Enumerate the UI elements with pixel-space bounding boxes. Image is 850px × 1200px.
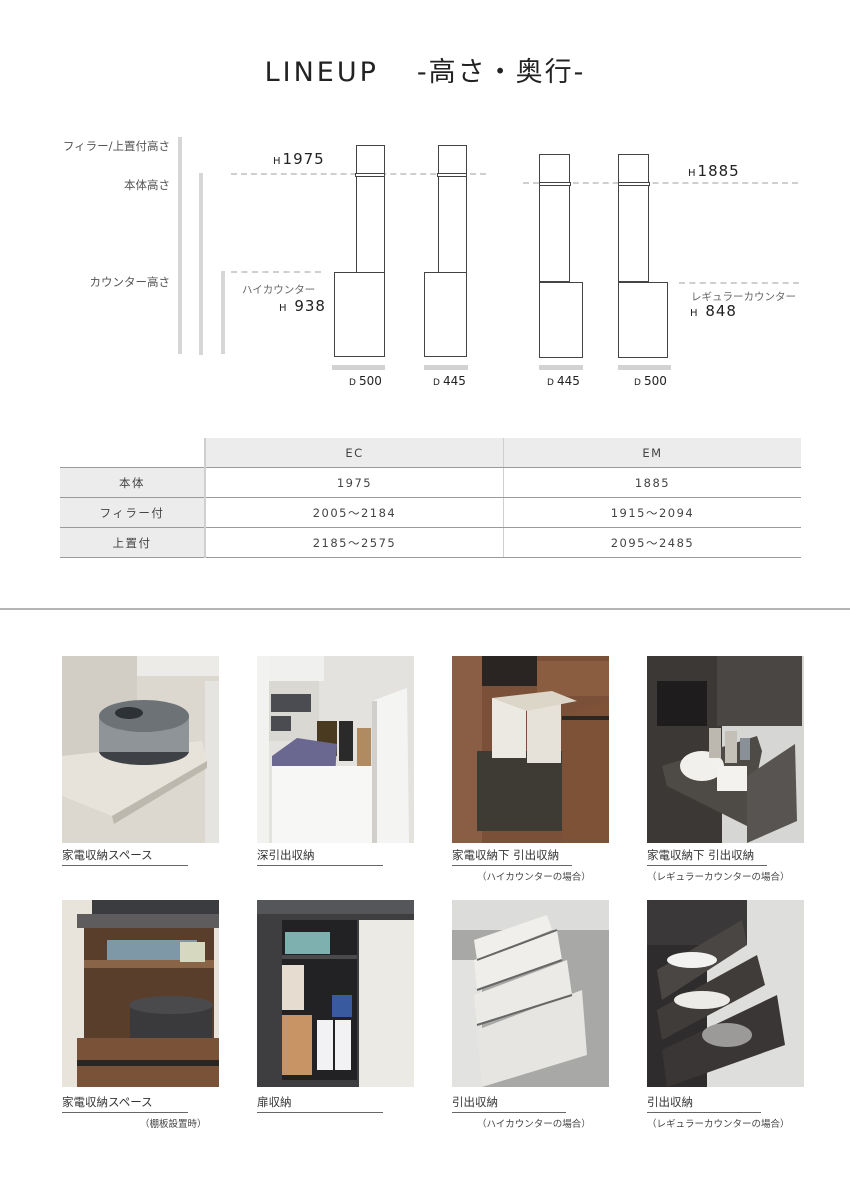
table-header-row: EC EM bbox=[60, 438, 801, 468]
label-body-height: 本体高さ bbox=[124, 178, 170, 192]
photo-deep-drawer bbox=[257, 656, 414, 843]
photo-caption: 引出収納 bbox=[452, 1094, 566, 1113]
row-label: フィラー付 bbox=[60, 497, 206, 528]
label-counter-height: カウンター高さ bbox=[89, 275, 171, 289]
top-unit bbox=[356, 145, 385, 174]
photo-caption: 家電収納下 引出収納 bbox=[647, 847, 767, 866]
regular-counter-label: レギュラーカウンター bbox=[691, 291, 796, 303]
title-main: LINEUP bbox=[264, 57, 379, 88]
high-counter-line bbox=[231, 271, 321, 273]
high-counter-label: ハイカウンター bbox=[242, 284, 316, 296]
em-height-line bbox=[523, 182, 798, 184]
column-header-ec: EC bbox=[204, 438, 504, 468]
photo-note: （レギュラーカウンターの場合） bbox=[647, 1119, 790, 1130]
photo-caption: 引出収納 bbox=[647, 1094, 761, 1113]
upper-cabinet bbox=[618, 185, 649, 282]
depth-bar bbox=[424, 365, 468, 370]
photo-appliance-space bbox=[62, 656, 219, 843]
filler-height-bar bbox=[178, 137, 182, 354]
height-spec-table: EC EM 本体 1975 1885 フィラー付 2005～2184 1915～… bbox=[60, 438, 801, 558]
top-unit bbox=[438, 145, 467, 174]
upper-cabinet bbox=[438, 176, 467, 273]
em-height-label: H1885 bbox=[688, 162, 740, 180]
regular-counter-height: H 848 bbox=[690, 302, 737, 320]
photo-note: （棚板設置時） bbox=[140, 1119, 207, 1130]
photo-note: （ハイカウンターの場合） bbox=[477, 872, 591, 883]
page-title: LINEUP -高さ・奥行- bbox=[0, 50, 850, 89]
photo-note: （レギュラーカウンターの場合） bbox=[647, 872, 790, 883]
photo-caption: 扉収納 bbox=[257, 1094, 383, 1113]
cell-ec: 2185～2575 bbox=[205, 527, 504, 558]
photo-appliance-drawer-regular bbox=[647, 656, 804, 843]
row-label: 本体 bbox=[60, 467, 206, 498]
photo-caption: 深引出収納 bbox=[257, 847, 383, 866]
base-cabinet bbox=[618, 282, 668, 358]
base-cabinet bbox=[334, 272, 385, 357]
high-counter-height: H 938 bbox=[279, 297, 326, 315]
body-height-bar bbox=[199, 173, 203, 355]
table-row: 本体 1975 1885 bbox=[60, 467, 801, 498]
photo-appliance-space-shelf bbox=[62, 900, 219, 1087]
photo-caption: 家電収納スペース bbox=[62, 847, 188, 866]
upper-cabinet bbox=[539, 185, 570, 282]
title-sub: -高さ・奥行- bbox=[416, 57, 586, 88]
label-filler-top-height: フィラー/上置付高さ bbox=[62, 139, 170, 153]
cell-em: 1885 bbox=[503, 467, 801, 498]
depth-bar bbox=[332, 365, 385, 370]
depth-bar bbox=[618, 365, 671, 370]
base-cabinet bbox=[424, 272, 467, 357]
photo-note: （ハイカウンターの場合） bbox=[477, 1119, 591, 1130]
row-label: 上置付 bbox=[60, 527, 206, 558]
cell-em: 2095～2485 bbox=[503, 527, 801, 558]
photo-caption: 家電収納スペース bbox=[62, 1094, 188, 1113]
photo-appliance-drawer-high bbox=[452, 656, 609, 843]
table-row: 上置付 2185～2575 2095～2485 bbox=[60, 527, 801, 558]
section-divider bbox=[0, 608, 850, 610]
column-header-em: EM bbox=[503, 438, 801, 468]
regular-counter-line bbox=[679, 282, 799, 284]
base-cabinet bbox=[539, 282, 583, 358]
photo-caption: 家電収納下 引出収納 bbox=[452, 847, 572, 866]
counter-height-bar bbox=[221, 271, 225, 354]
top-unit bbox=[539, 154, 570, 183]
photo-door-storage bbox=[257, 900, 414, 1087]
depth-bar bbox=[539, 365, 583, 370]
cell-ec: 1975 bbox=[205, 467, 504, 498]
upper-cabinet bbox=[356, 176, 385, 273]
photo-drawers-regular bbox=[647, 900, 804, 1087]
cell-em: 1915～2094 bbox=[503, 497, 801, 528]
table-row: フィラー付 2005～2184 1915～2094 bbox=[60, 497, 801, 528]
photo-drawers-high bbox=[452, 900, 609, 1087]
top-unit bbox=[618, 154, 649, 183]
cell-ec: 2005～2184 bbox=[205, 497, 504, 528]
ec-height-label: H1975 bbox=[273, 150, 325, 168]
